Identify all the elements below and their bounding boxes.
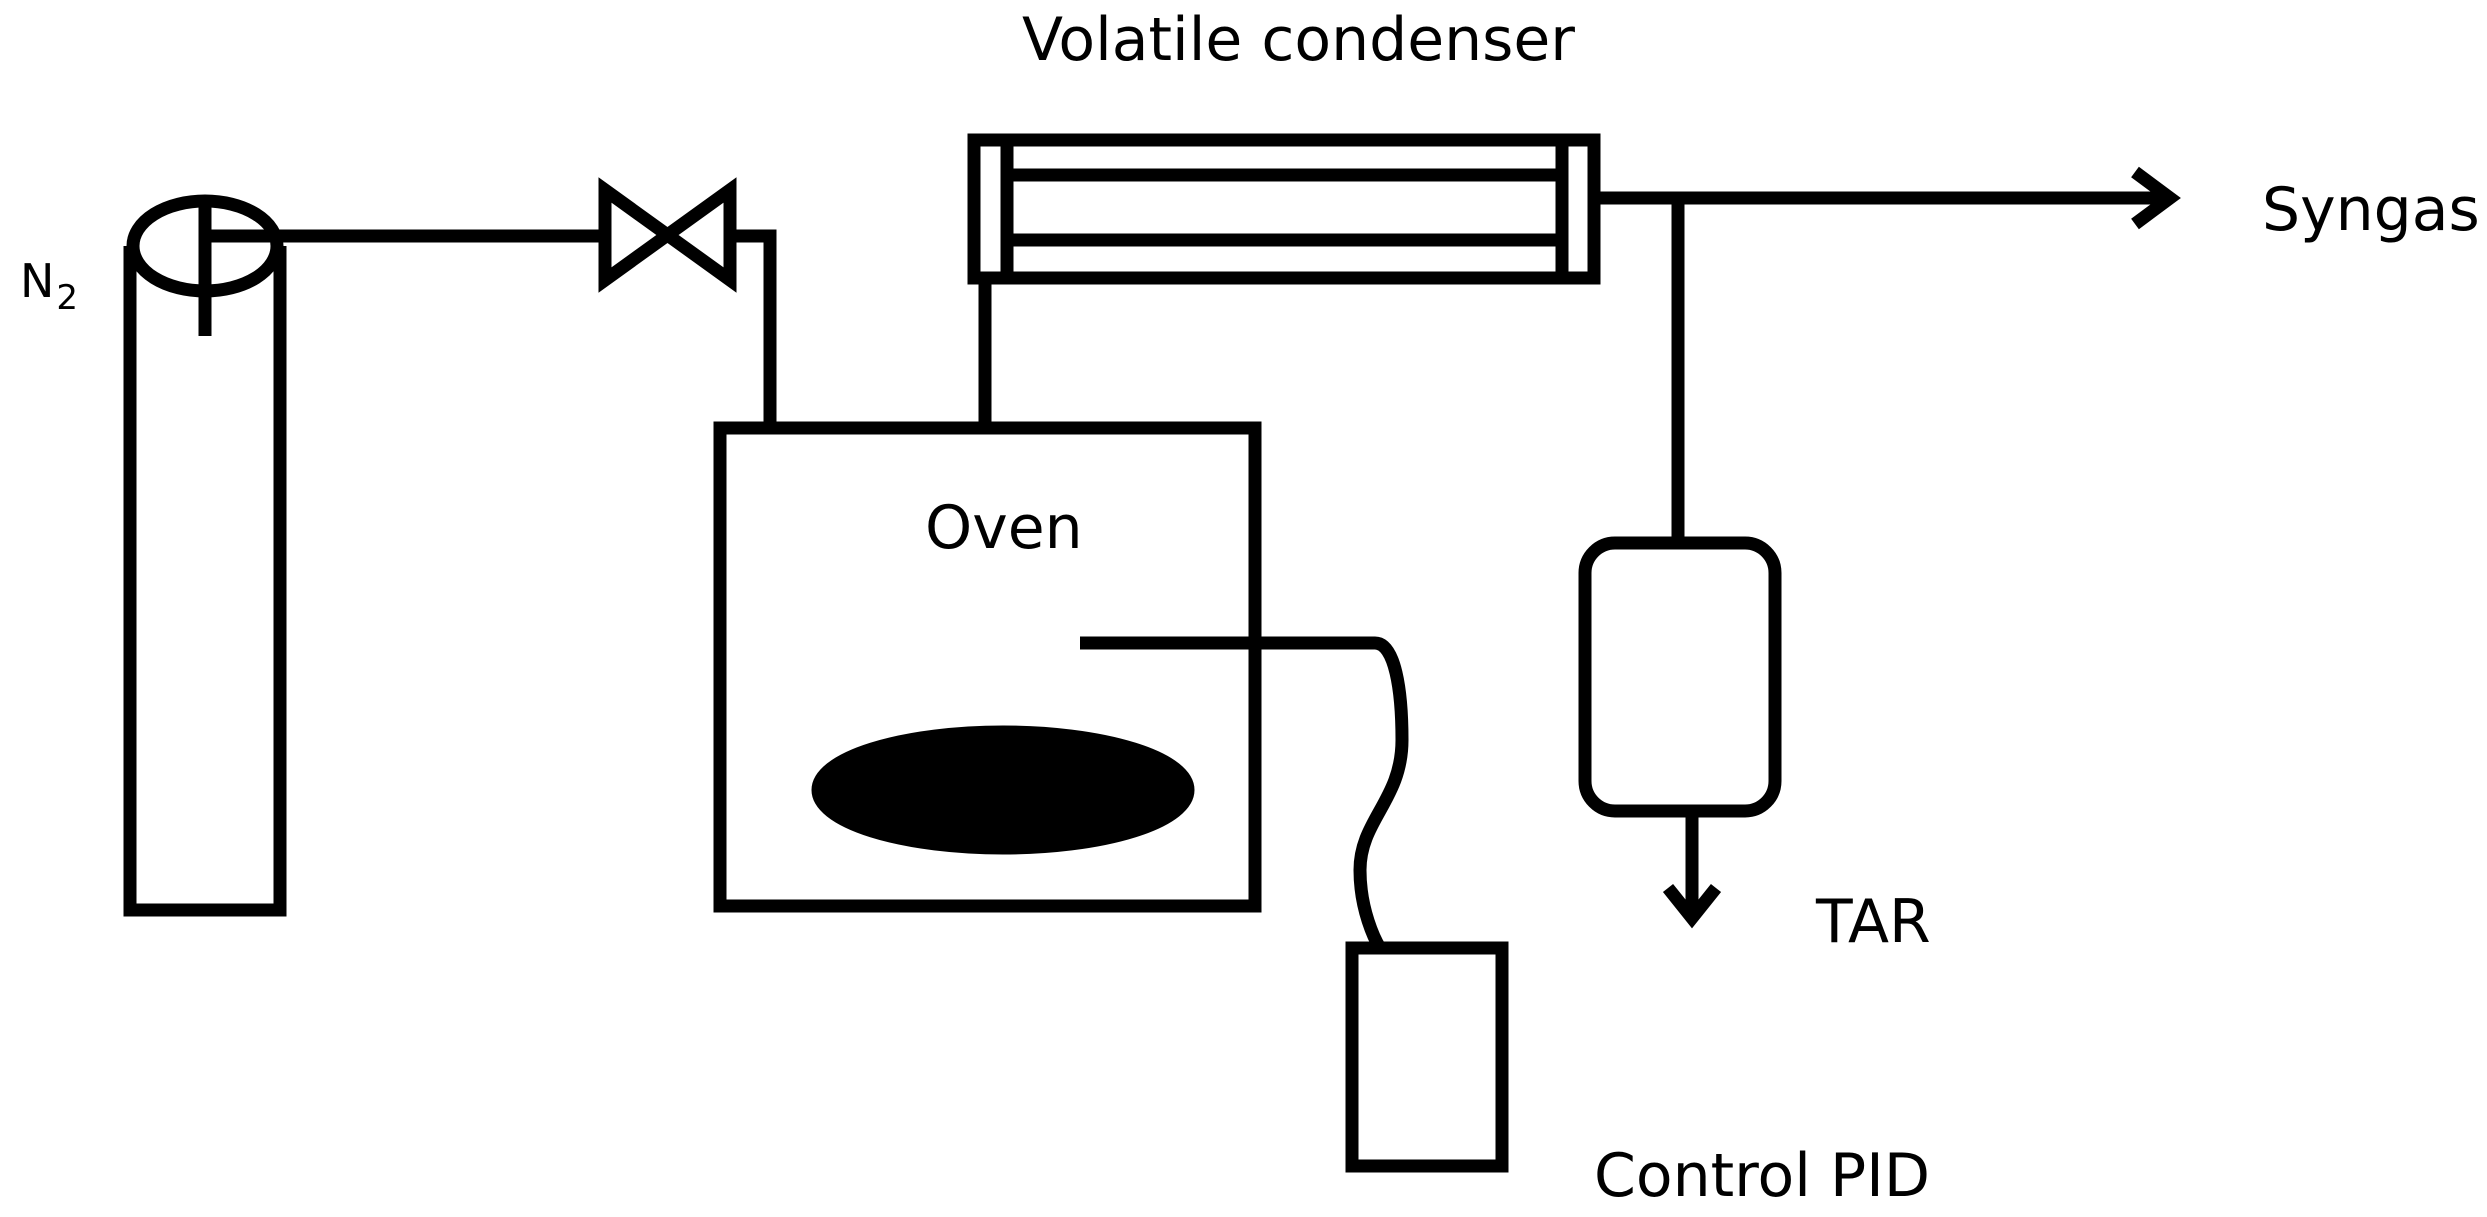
condenser-label: Volatile condenser [1022, 5, 1575, 75]
tar-collector [1578, 536, 1782, 818]
syngas-label: Syngas [2262, 175, 2480, 245]
oven-label: Oven [925, 493, 1083, 563]
valve-icon [598, 177, 737, 293]
control-pid-box [1345, 941, 1509, 1173]
n2-label: N2 [20, 258, 78, 315]
control-pid-label: Control PID [1594, 1141, 1931, 1211]
tar-label: TAR [1816, 887, 1931, 957]
tar-arrow-icon [1662, 883, 1722, 929]
cylinder-to-valve-pipe [198, 229, 605, 336]
n2-symbol: N [20, 254, 55, 308]
syngas-arrow-icon [2131, 166, 2181, 230]
valve-to-oven-pipe [730, 229, 777, 430]
volatile-condenser [967, 133, 1601, 285]
sample-ellipse [811, 725, 1195, 855]
n2-subscript: 2 [56, 278, 79, 318]
thermocouple-wire [1080, 636, 1409, 952]
